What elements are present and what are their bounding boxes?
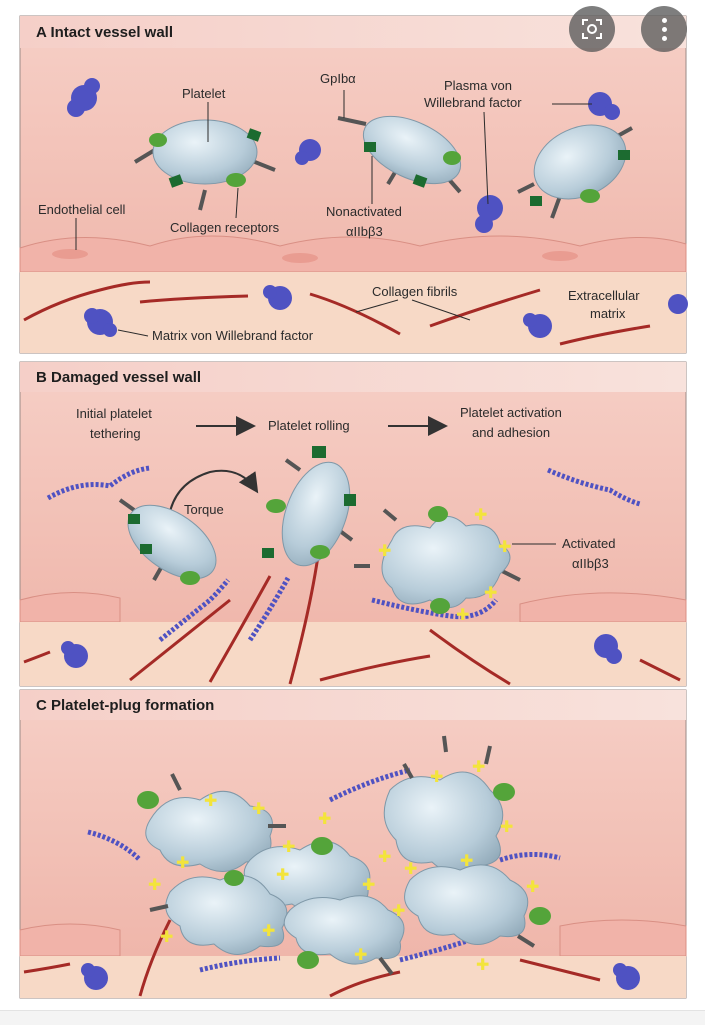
lens-search-button[interactable] (569, 6, 615, 52)
platelet-tethering (118, 498, 217, 585)
label-plasma-vwf-2: Willebrand factor (424, 95, 522, 110)
collagen-fibrils-c (23, 919, 601, 998)
label-collagen-receptors: Collagen receptors (170, 220, 280, 235)
panel-c: C Platelet-plug formation (19, 689, 687, 999)
panel-c-title-bar (20, 690, 686, 720)
platelet-aggregate (145, 771, 529, 965)
label-extracellular-1: Extracellular (568, 288, 640, 303)
receptors-c (137, 783, 551, 969)
svg-text:✚: ✚ (176, 853, 189, 872)
panel-a: A Intact vessel wall (19, 15, 688, 354)
svg-text:✚: ✚ (430, 767, 443, 786)
label-tethering-2: tethering (90, 426, 141, 441)
more-options-button[interactable] (641, 6, 687, 52)
plasma-vwf-clumps (67, 78, 620, 233)
vwf-clumps-b (61, 634, 622, 668)
label-nonactivated-1: Nonactivated (326, 204, 402, 219)
panel-a-leaders (75, 90, 592, 337)
svg-text:✚: ✚ (276, 865, 289, 884)
label-endothelial-cell: Endothelial cell (38, 202, 126, 217)
platelet-resting-1 (133, 119, 276, 211)
svg-text:✚: ✚ (318, 809, 331, 828)
svg-text:✚: ✚ (378, 541, 391, 560)
svg-text:✚: ✚ (498, 537, 511, 556)
endothelial-layer-b (19, 591, 687, 623)
panel-c-title: C Platelet-plug formation (36, 697, 214, 714)
vwf-clumps-c (81, 963, 640, 990)
label-collagen-fibrils: Collagen fibrils (372, 284, 458, 299)
svg-text:✚: ✚ (362, 875, 375, 894)
platelet-rolling (262, 446, 356, 567)
label-activation-2: and adhesion (472, 425, 550, 440)
svg-text:✚: ✚ (476, 955, 489, 974)
svg-text:✚: ✚ (282, 837, 295, 856)
platelet-activated: ✚ ✚ ✚ ✚ ✚ (354, 505, 521, 624)
svg-text:✚: ✚ (484, 583, 497, 602)
endothelial-layer-c (19, 919, 687, 957)
label-torque: Torque (184, 502, 224, 517)
label-gpiba: GpIbα (320, 71, 356, 86)
label-activated-1: Activated (562, 536, 615, 551)
activated-stars-c: ✚ ✚ ✚ ✚ ✚ ✚ ✚ ✚ ✚ ✚ ✚ ✚ ✚ ✚ ✚ ✚ ✚ ✚ ✚ ✚ (148, 757, 539, 974)
panel-a-title: A Intact vessel wall (36, 24, 173, 41)
svg-text:✚: ✚ (392, 901, 405, 920)
panel-b-title: B Damaged vessel wall (36, 369, 201, 386)
matrix-vwf-clumps (84, 285, 688, 338)
more-vertical-icon (661, 17, 667, 41)
svg-text:✚: ✚ (354, 945, 367, 964)
svg-text:✚: ✚ (460, 851, 473, 870)
collagen-fibrils-b (23, 555, 681, 686)
vwf-strands-b (46, 465, 641, 642)
svg-text:✚: ✚ (148, 875, 161, 894)
svg-text:✚: ✚ (526, 877, 539, 896)
svg-text:✚: ✚ (472, 757, 485, 776)
bottom-bar (0, 1010, 705, 1025)
svg-text:✚: ✚ (262, 921, 275, 940)
svg-text:✚: ✚ (160, 927, 173, 946)
svg-text:✚: ✚ (474, 505, 487, 524)
collagen-fibrils (23, 280, 651, 346)
svg-text:✚: ✚ (456, 605, 469, 624)
svg-text:✚: ✚ (378, 847, 391, 866)
label-rolling: Platelet rolling (268, 418, 350, 433)
label-tethering-1: Initial platelet (76, 406, 152, 421)
label-extracellular-2: matrix (590, 306, 626, 321)
panel-b: B Damaged vessel wall (19, 361, 687, 687)
panel-b-title-bar (20, 362, 686, 392)
svg-text:✚: ✚ (252, 799, 265, 818)
platelet-resting-2 (337, 115, 462, 194)
lens-search-icon (582, 19, 602, 39)
label-nonactivated-2: αIIbβ3 (346, 224, 383, 239)
label-matrix-vwf: Matrix von Willebrand factor (152, 328, 314, 343)
label-platelet: Platelet (182, 86, 226, 101)
label-plasma-vwf-1: Plasma von (444, 78, 512, 93)
platelet-resting-3 (517, 124, 633, 219)
vwf-strands-c (87, 767, 561, 973)
endothelial-layer (19, 235, 687, 273)
extracellular-matrix-b (20, 622, 686, 686)
label-activation-1: Platelet activation (460, 405, 562, 420)
svg-text:✚: ✚ (404, 859, 417, 878)
svg-text:✚: ✚ (500, 817, 513, 836)
svg-text:✚: ✚ (204, 791, 217, 810)
spikes-c (149, 735, 536, 976)
label-activated-2: αIIbβ3 (572, 556, 609, 571)
